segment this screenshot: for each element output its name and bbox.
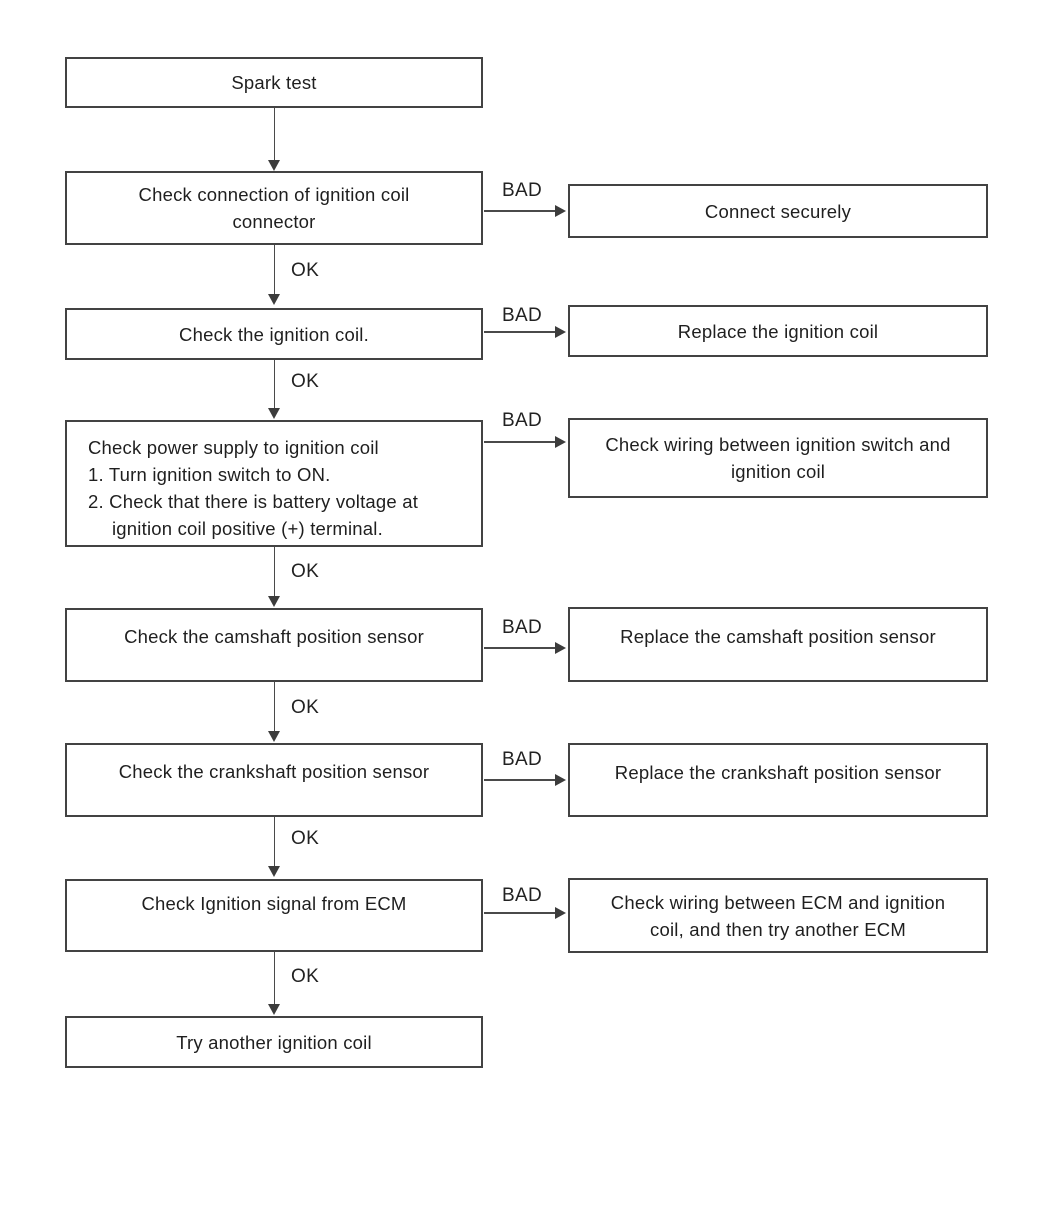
flow-line-down [273,108,275,161]
edge-label-bad: BAD [502,180,542,201]
arrowhead-down-icon [268,160,280,171]
node-check-camshaft-sensor: Check the camshaft position sensor [65,608,483,682]
flow-line-down [273,682,275,732]
flow-line-down [273,952,275,1005]
node-label: Replace the ignition coil [677,320,879,342]
edge-label-ok: OK [291,260,320,281]
node-label: Check the ignition coil. [179,323,369,345]
flow-line-right [484,779,556,781]
node-replace-ignition-coil: Replace the ignition coil [568,305,988,357]
node-check-connection: Check connection of ignition coil connec… [65,171,483,245]
node-label-step1: 1. Turn ignition switch to ON. [88,464,331,485]
arrowhead-right-icon [555,906,566,919]
edge-label-bad: BAD [502,410,542,431]
node-try-another-coil: Try another ignition coil [65,1016,483,1068]
edge-label-ok: OK [291,561,320,582]
edge-label-ok: OK [291,371,320,392]
node-label: Check connection of ignition coil connec… [138,184,410,232]
flow-line-down [273,245,275,295]
flow-line-right [484,912,556,914]
node-replace-camshaft-sensor: Replace the camshaft position sensor [568,607,988,682]
arrowhead-down-icon [268,294,280,305]
node-label: Try another ignition coil [176,1031,372,1053]
node-spark-test: Spark test [65,57,483,108]
node-check-crankshaft-sensor: Check the crankshaft position sensor [65,743,483,817]
node-label: Spark test [231,72,317,93]
edge-label-ok: OK [291,966,320,987]
node-check-ignition-coil: Check the ignition coil. [65,308,483,360]
node-label: Check wiring between ignition switch and… [605,434,951,482]
arrowhead-down-icon [268,731,280,742]
edge-label-ok: OK [291,828,320,849]
arrowhead-right-icon [555,325,566,338]
node-label: Replace the camshaft position sensor [620,626,936,647]
node-label-title: Check power supply to ignition coil [88,437,379,458]
node-label: Check wiring between ECM and ignition co… [610,891,946,940]
arrowhead-right-icon [555,773,566,786]
arrowhead-right-icon [555,641,566,654]
arrowhead-down-icon [268,866,280,877]
node-check-ignition-signal: Check Ignition signal from ECM [65,879,483,952]
node-replace-crankshaft-sensor: Replace the crankshaft position sensor [568,743,988,817]
edge-label-ok: OK [291,697,320,718]
node-check-power-supply: Check power supply to ignition coil 1. T… [65,420,483,547]
arrowhead-down-icon [268,596,280,607]
node-label: Check the camshaft position sensor [124,626,424,647]
node-check-wiring-switch: Check wiring between ignition switch and… [568,418,988,498]
flow-line-right [484,441,556,443]
node-check-wiring-ecm: Check wiring between ECM and ignition co… [568,878,988,953]
flow-line-down [273,817,275,867]
flow-line-down [273,360,275,409]
edge-label-bad: BAD [502,885,542,906]
node-label: Connect securely [704,200,852,222]
flow-line-right [484,210,556,212]
node-label: Replace the crankshaft position sensor [614,762,942,783]
edge-label-bad: BAD [502,749,542,770]
flow-line-down [273,547,275,597]
edge-label-bad: BAD [502,305,542,326]
flow-line-right [484,331,556,333]
node-label-step2: 2. Check that there is battery voltage a… [88,491,419,539]
node-connect-securely: Connect securely [568,184,988,238]
arrowhead-right-icon [555,435,566,448]
edge-label-bad: BAD [502,617,542,638]
arrowhead-right-icon [555,204,566,217]
node-label: Check the crankshaft position sensor [118,761,430,782]
node-label: Check Ignition signal from ECM [141,893,407,914]
arrowhead-down-icon [268,408,280,419]
arrowhead-down-icon [268,1004,280,1015]
flow-line-right [484,647,556,649]
